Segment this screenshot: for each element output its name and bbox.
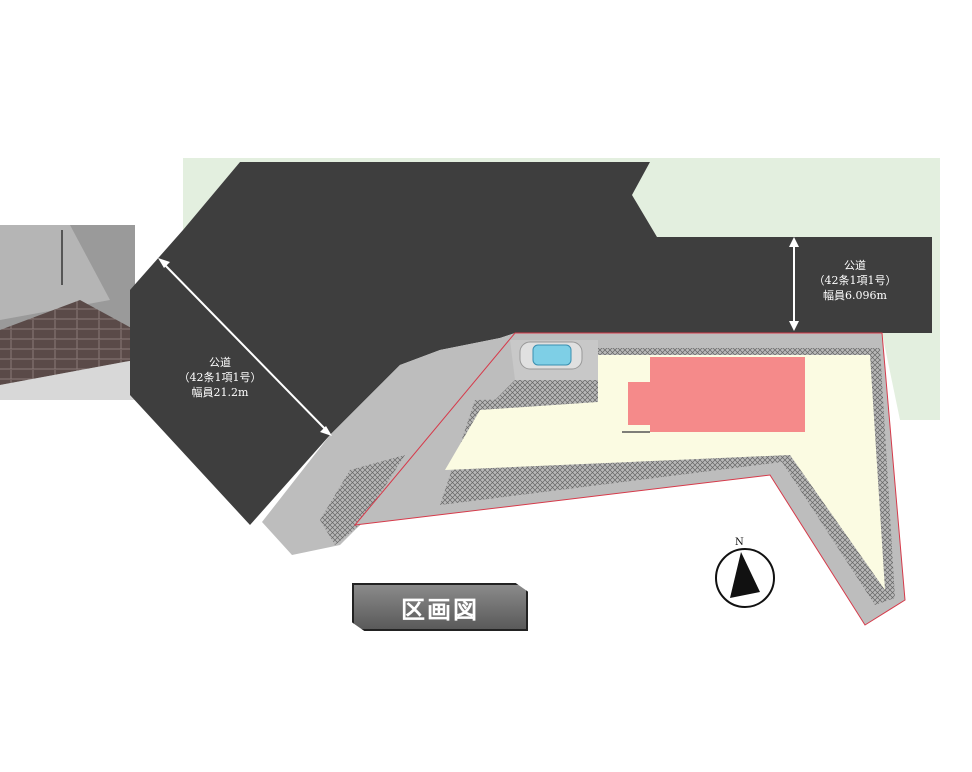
street-photo: [0, 225, 135, 400]
building: [628, 357, 805, 432]
road-clause: （42条1項1号）: [178, 371, 262, 384]
curb-hatch: [320, 455, 405, 545]
road-width: 幅員21.2m: [191, 386, 249, 399]
road-clause: （42条1項1号）: [813, 274, 897, 287]
road-width: 幅員6.096m: [823, 289, 887, 302]
green-area: [183, 158, 940, 420]
sidewalk: [262, 333, 515, 555]
road-name: 公道: [844, 259, 866, 272]
compass-north-label: N: [735, 537, 744, 548]
plan-title-badge: 区画図: [352, 583, 528, 631]
road-width-arrow-left: [158, 258, 332, 436]
parking-car-icon: [519, 341, 583, 370]
road-name: 公道: [209, 356, 231, 369]
road-width-arrow-right: [789, 237, 799, 331]
road-label-left: 公道 （42条1項1号） 幅員21.2m: [160, 355, 280, 400]
north-compass-icon: [715, 548, 775, 608]
road-label-right: 公道 （42条1項1号） 幅員6.096m: [795, 258, 915, 303]
